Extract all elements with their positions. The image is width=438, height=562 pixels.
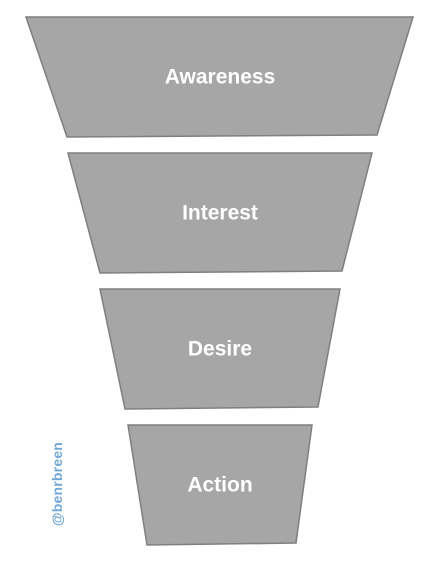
funnel-stage-shape [67, 152, 373, 274]
stage-label-desire: Desire [188, 338, 252, 361]
funnel-stage-action: Action [127, 424, 313, 546]
stage-label-interest: Interest [182, 202, 258, 225]
funnel-stage-shape [24, 16, 415, 138]
funnel-stage-awareness: Awareness [24, 16, 415, 138]
funnel-stage-interest: Interest [67, 152, 373, 274]
watermark-handle: @benrbreen [49, 441, 65, 527]
stage-label-action: Action [187, 474, 252, 497]
stage-label-awareness: Awareness [165, 66, 276, 89]
funnel-stage-shape [99, 288, 341, 410]
funnel-stage-shape [127, 424, 313, 546]
funnel-stage-desire: Desire [99, 288, 341, 410]
